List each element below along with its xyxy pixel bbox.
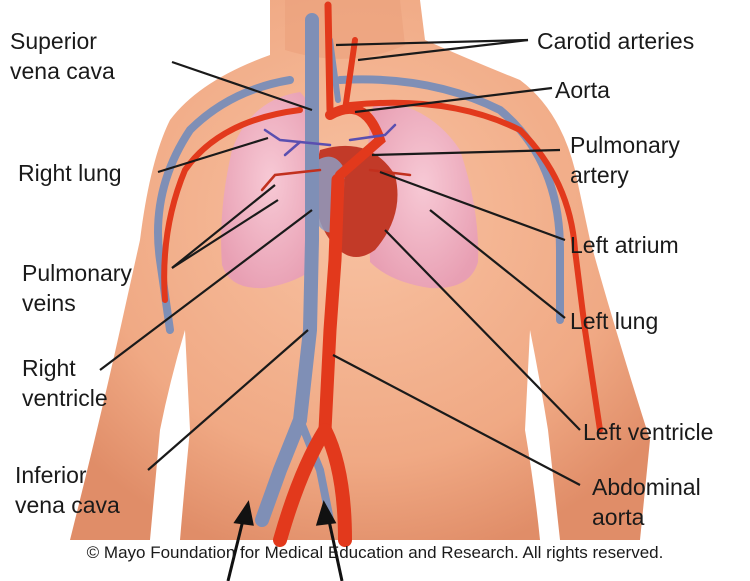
label-left-ventricle: Left ventricle	[583, 417, 713, 447]
label-left-atrium: Left atrium	[570, 230, 679, 260]
label-pulmonary-artery: Pulmonary artery	[570, 130, 680, 190]
label-inferior-vena-cava: Inferior vena cava	[15, 460, 120, 520]
copyright-credit: © Mayo Foundation for Medical Education …	[0, 543, 750, 563]
label-right-lung: Right lung	[18, 158, 122, 188]
neck	[285, 0, 405, 59]
label-right-ventricle: Right ventricle	[22, 353, 108, 413]
label-pulmonary-veins: Pulmonary veins	[22, 258, 132, 318]
label-carotid-arteries: Carotid arteries	[537, 26, 694, 56]
label-aorta: Aorta	[555, 75, 610, 105]
label-superior-vena-cava: Superior vena cava	[10, 26, 115, 86]
label-abdominal-aorta: Abdominal aorta	[592, 472, 701, 532]
label-left-lung: Left lung	[570, 306, 658, 336]
